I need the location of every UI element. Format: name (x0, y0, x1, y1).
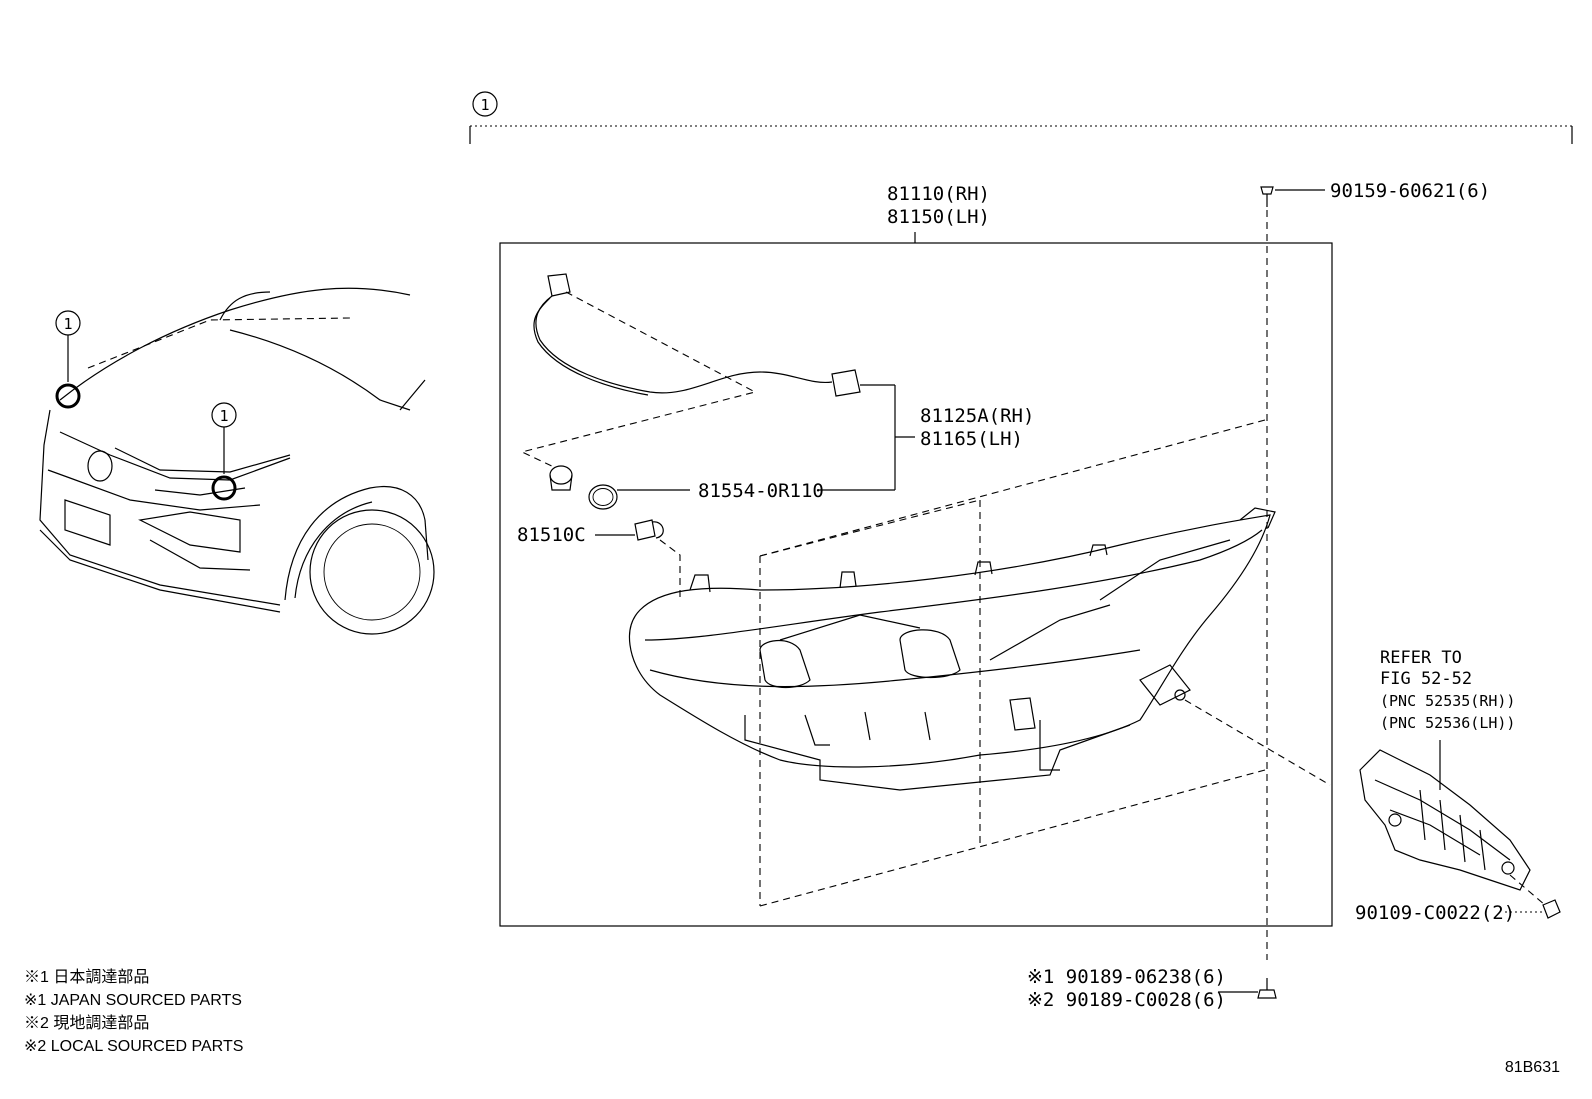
label-bracket-screw[interactable]: 90109-C0022(2) (1355, 902, 1515, 924)
label-wire-socket[interactable]: 81125A(RH) 81165(LH) (920, 405, 1034, 450)
wire-socket-drawing (520, 273, 915, 510)
svg-text:81150(LH): 81150(LH) (887, 206, 990, 228)
svg-text:90109-C0022(2): 90109-C0022(2) (1355, 902, 1515, 924)
locator-callout-right-number: 1 (219, 407, 228, 425)
svg-text:81554-0R110: 81554-0R110 (698, 480, 824, 502)
bulb-drawing (595, 519, 681, 600)
bracket-drawing (1359, 740, 1561, 919)
locator-callout-left-number: 1 (63, 315, 72, 333)
note-1: ※1 日本調達部品 (24, 968, 149, 986)
note-4: ※2 LOCAL SOURCED PARTS (24, 1038, 243, 1055)
label-bulb[interactable]: 81510C (517, 524, 586, 546)
svg-text:81125A(RH): 81125A(RH) (920, 405, 1034, 427)
locator-ring-left (55, 383, 81, 409)
index-callout-top-number: 1 (480, 96, 489, 114)
label-headlamp-unit[interactable]: 81110(RH) 81150(LH) (887, 183, 990, 228)
svg-text:(PNC 52536(LH)): (PNC 52536(LH)) (1380, 714, 1515, 732)
label-gasket[interactable]: 81554-0R110 (698, 480, 824, 502)
svg-text:FIG 52-52: FIG 52-52 (1380, 669, 1472, 689)
vehicle-front-illustration (39, 287, 435, 635)
label-refer-fig[interactable]: REFER TO FIG 52-52 (PNC 52535(RH)) (PNC … (1380, 648, 1515, 732)
headlamp-assembly-drawing (628, 419, 1331, 907)
svg-text:※2 90189-C0028(6): ※2 90189-C0028(6) (1027, 989, 1226, 1011)
figure-code: 81B631 (1505, 1059, 1560, 1076)
assembly-bracket-line (469, 125, 1573, 144)
index-callout-top[interactable]: 1 (472, 91, 498, 117)
svg-text:REFER TO: REFER TO (1380, 648, 1462, 668)
svg-text:81110(RH): 81110(RH) (887, 183, 990, 205)
top-screw-drawing (1260, 186, 1325, 960)
svg-text:(PNC 52535(RH)): (PNC 52535(RH)) (1380, 692, 1515, 710)
svg-text:81510C: 81510C (517, 524, 586, 546)
locator-ring-right (211, 475, 237, 501)
note-3: ※2 現地調達部品 (24, 1014, 149, 1032)
note-2: ※1 JAPAN SOURCED PARTS (24, 992, 242, 1009)
locator-callout-right[interactable]: 1 (211, 402, 237, 501)
locator-callout-left[interactable]: 1 (55, 310, 81, 409)
label-top-screw[interactable]: 90159-60621(6) (1330, 180, 1490, 202)
assembly-frame (499, 242, 1333, 927)
svg-text:90159-60621(6): 90159-60621(6) (1330, 180, 1490, 202)
sourcing-notes: ※1 日本調達部品 ※1 JAPAN SOURCED PARTS ※2 現地調達… (24, 968, 243, 1055)
svg-text:※1 90189-06238(6): ※1 90189-06238(6) (1027, 966, 1226, 988)
svg-text:81165(LH): 81165(LH) (920, 428, 1023, 450)
bottom-screw-drawing (1218, 978, 1277, 999)
label-bottom-screw[interactable]: ※1 90189-06238(6) ※2 90189-C0028(6) (1027, 966, 1226, 1011)
